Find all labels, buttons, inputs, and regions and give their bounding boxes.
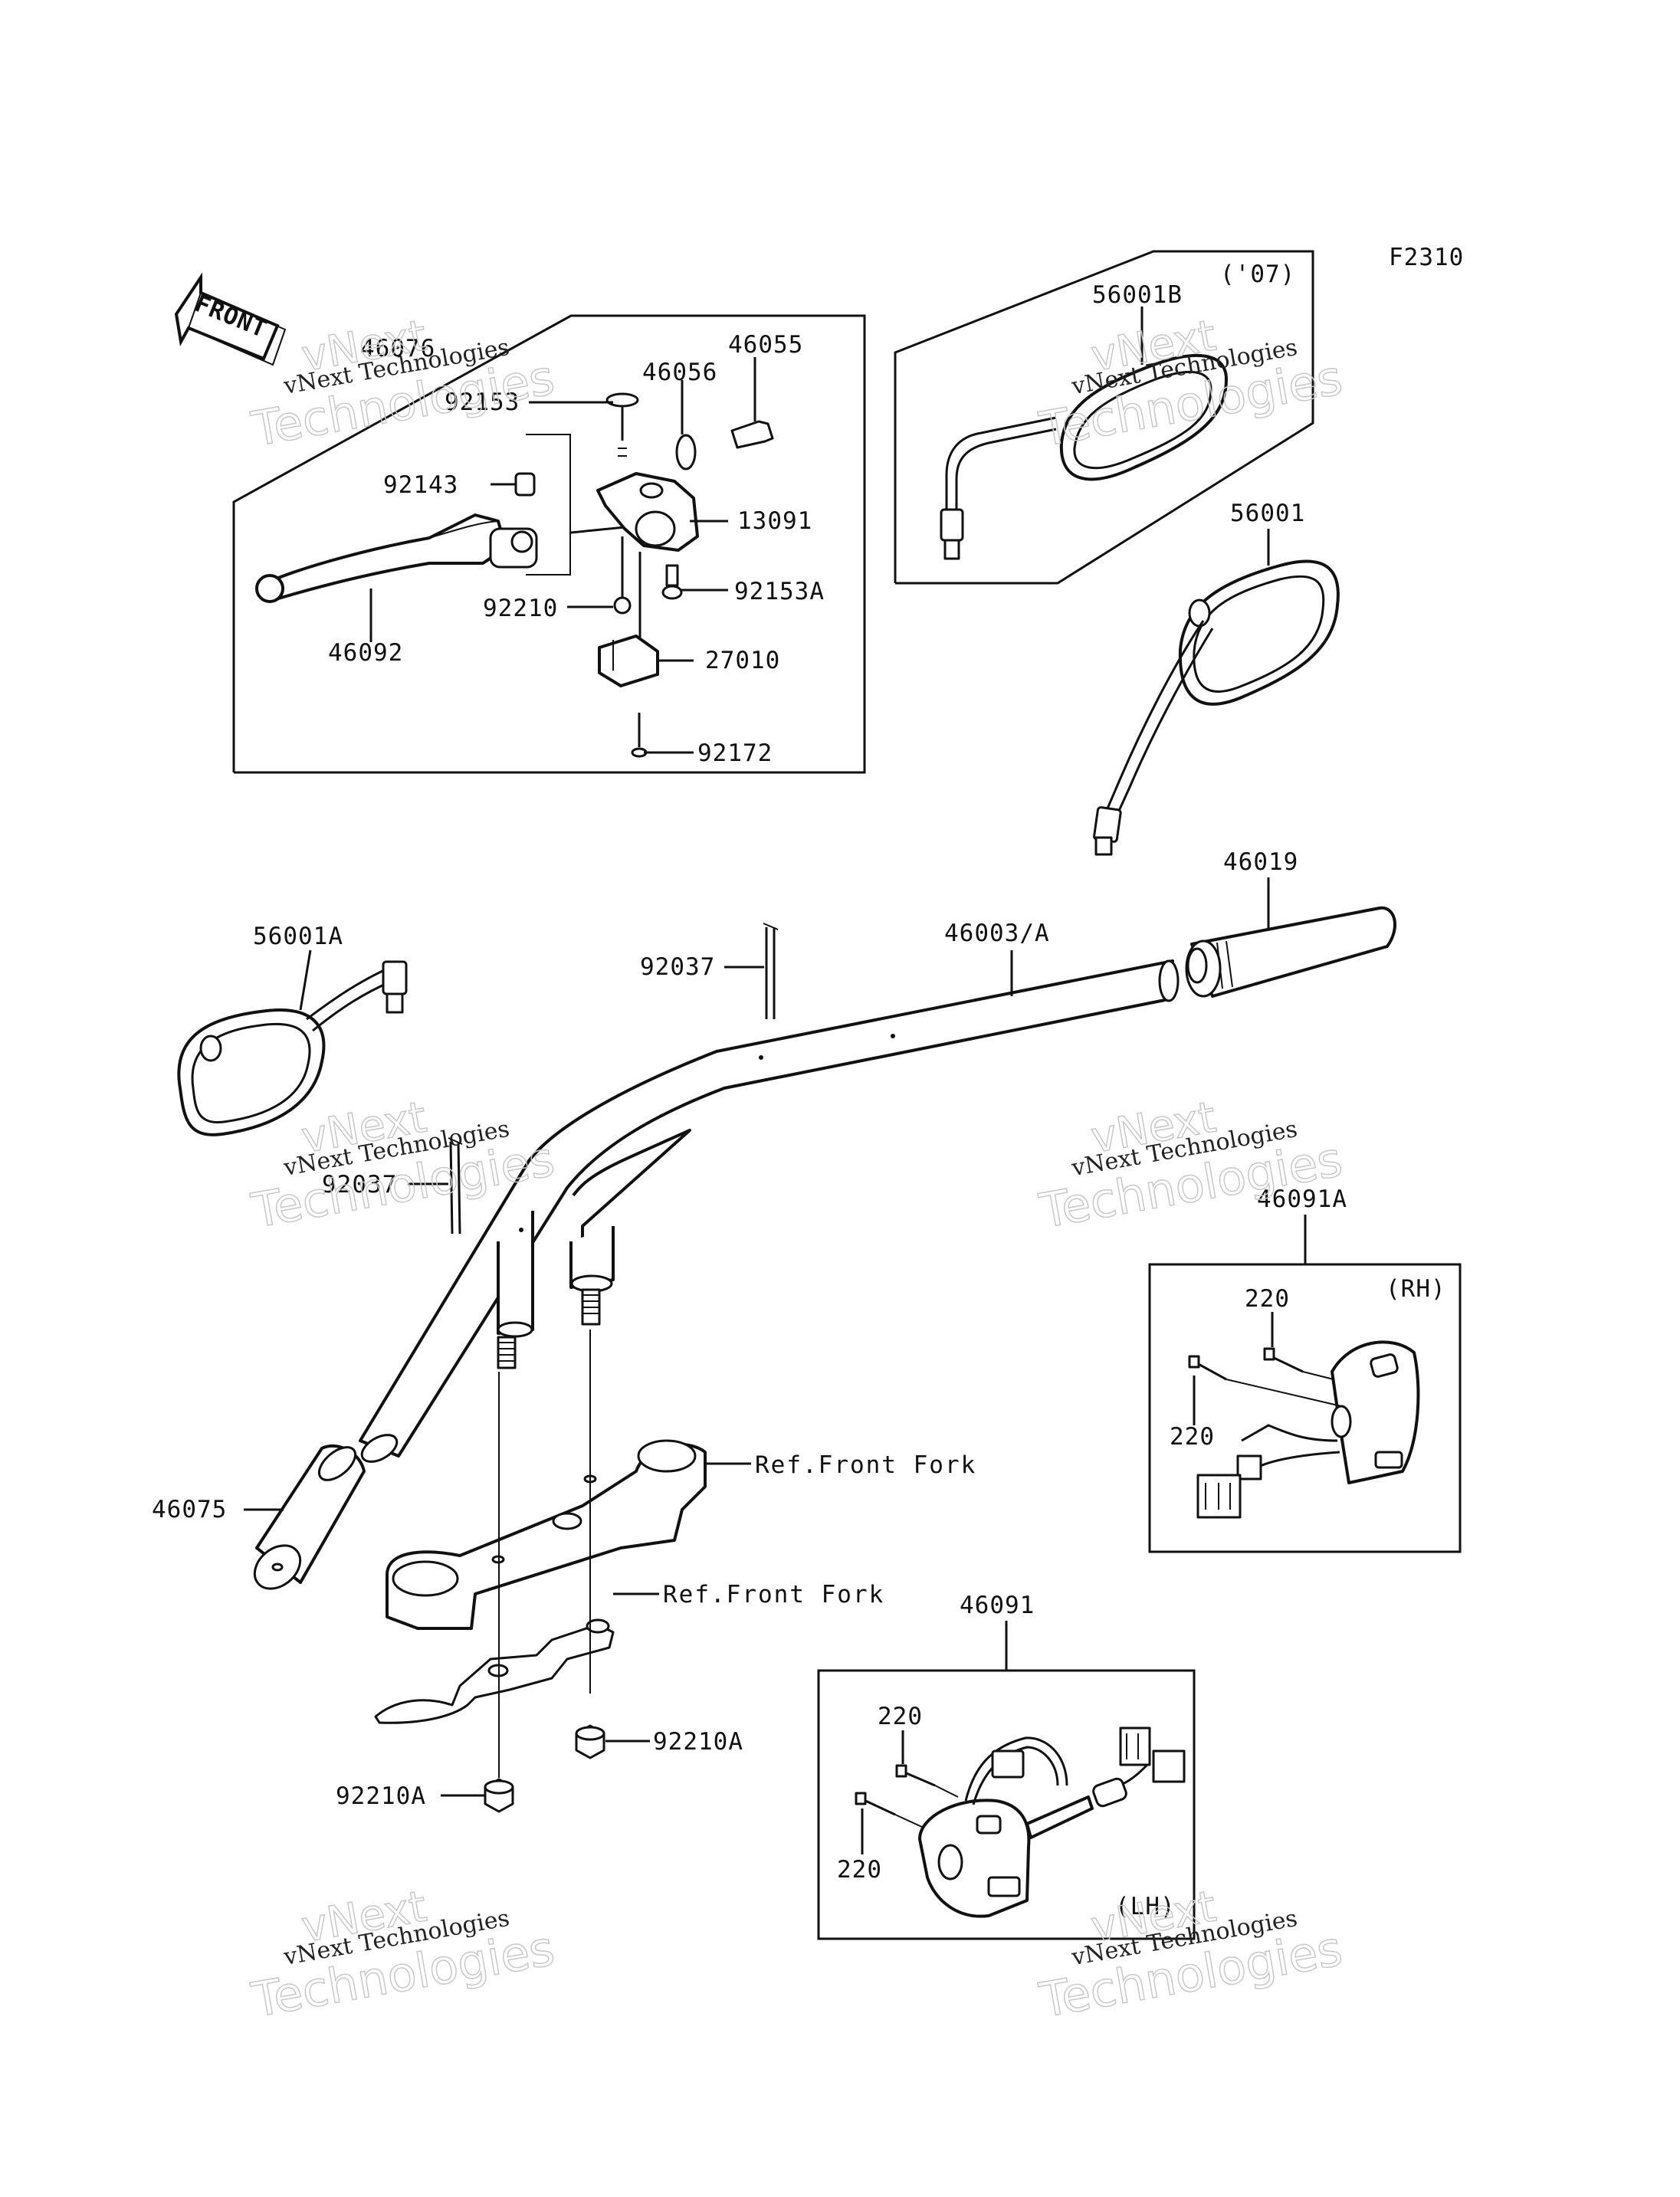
- label-46076: 46076: [360, 335, 435, 362]
- watermark-bottom-left: vNext vNext Technologies Technologies: [247, 1881, 559, 2029]
- label-56001a: 56001A: [253, 923, 343, 950]
- label-56001: 56001: [1230, 500, 1305, 527]
- band-92037-top: [724, 923, 779, 1019]
- label-220-lh-bottom: 220: [837, 1856, 882, 1884]
- label-92172: 92172: [697, 739, 773, 767]
- grip-46075: [244, 1444, 366, 1590]
- watermark-middle-right: vNext vNext Technologies Technologies: [1035, 1092, 1347, 1240]
- rh-note: (RH): [1386, 1275, 1446, 1303]
- label-92210a-left: 92210A: [336, 1782, 426, 1810]
- label-92210a-right: 92210A: [653, 1728, 743, 1756]
- lower-clamp-bracket: [374, 1592, 659, 1724]
- ref-front-fork-lower: Ref.Front Fork: [663, 1581, 884, 1608]
- label-27010: 27010: [705, 647, 780, 674]
- watermark-top-left: vNext vNext Technologies Technologies: [247, 310, 559, 458]
- ref-front-fork-upper: Ref.Front Fork: [755, 1451, 976, 1479]
- mirror-07-box: [894, 250, 1314, 585]
- label-13091: 13091: [737, 507, 812, 535]
- front-arrow-icon: FRONT: [174, 272, 287, 366]
- box-07-note: ('07): [1220, 261, 1295, 288]
- lh-switch-box: [817, 1621, 1196, 1940]
- mirror-56001: [1093, 529, 1340, 856]
- label-92037-left: 92037: [322, 1171, 397, 1199]
- label-56001b: 56001B: [1092, 281, 1183, 309]
- lh-note: (LH): [1115, 1893, 1176, 1920]
- label-92153a: 92153A: [734, 578, 825, 605]
- grip-46019: [1185, 877, 1396, 998]
- rh-switch-box: [1148, 1215, 1462, 1553]
- lever-assembly-box: [232, 314, 866, 774]
- label-46055: 46055: [728, 331, 803, 359]
- label-46019: 46019: [1223, 848, 1298, 876]
- label-46091a: 46091A: [1257, 1185, 1347, 1213]
- mirror-56001a: [177, 949, 408, 1136]
- label-46075: 46075: [152, 1496, 227, 1523]
- label-46003a: 46003/A: [944, 920, 1050, 947]
- label-46092: 46092: [328, 639, 403, 667]
- label-220-lh-top: 220: [878, 1703, 923, 1730]
- label-46091: 46091: [960, 1592, 1035, 1619]
- handlebar: [359, 950, 1180, 1463]
- nuts-92210a: [441, 1330, 650, 1813]
- label-92153: 92153: [445, 389, 520, 416]
- label-220-rh-bottom: 220: [1170, 1423, 1215, 1451]
- label-92143: 92143: [383, 471, 458, 499]
- label-220-rh-top: 220: [1245, 1285, 1290, 1313]
- band-92037-left: [408, 1137, 463, 1235]
- watermark-bottom-right: vNext vNext Technologies Technologies: [1035, 1881, 1347, 2029]
- label-92037-top: 92037: [640, 953, 715, 981]
- label-92210: 92210: [483, 595, 558, 622]
- label-46056: 46056: [642, 359, 717, 386]
- diagram-code: F2310: [1389, 244, 1464, 271]
- upper-fork-bracket: [386, 1439, 751, 1630]
